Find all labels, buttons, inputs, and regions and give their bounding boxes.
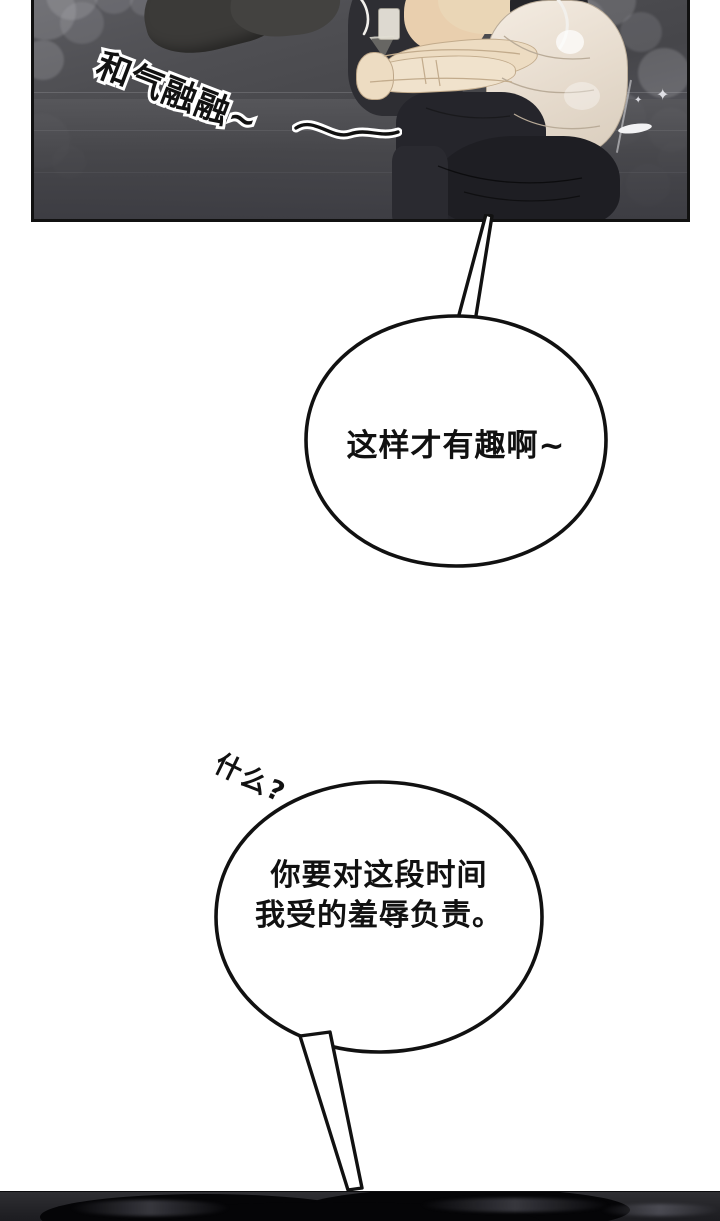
bubble-fun: 这样才有趣啊~ bbox=[302, 312, 610, 570]
sfx-squiggle-tail bbox=[292, 120, 402, 140]
hair-highlight bbox=[600, 1204, 720, 1216]
bubble-humiliation: 你要对这段时间 我受的羞辱负责。 bbox=[212, 778, 546, 1056]
hair-highlight bbox=[420, 1198, 610, 1212]
hair-shape bbox=[120, 1202, 540, 1221]
panel-top: ✦ ✦ bbox=[31, 0, 690, 222]
sparkle-icon: ✦ bbox=[634, 95, 643, 106]
bokeh-light bbox=[638, 48, 687, 98]
figure-thigh bbox=[432, 136, 620, 219]
bokeh-light bbox=[94, 0, 134, 14]
bubble-humiliation-tail bbox=[298, 1030, 364, 1192]
hair-highlight bbox=[70, 1200, 230, 1216]
bubble-humiliation-line-1: 你要对这段时间 bbox=[270, 858, 488, 893]
bubble-humiliation-text: 你要对这段时间 我受的羞辱负责。 bbox=[220, 856, 538, 936]
figure-shin bbox=[392, 146, 448, 219]
bokeh-light bbox=[46, 0, 98, 20]
floor-line bbox=[34, 172, 687, 173]
panel-bottom bbox=[0, 1191, 720, 1221]
bokeh-light bbox=[620, 12, 662, 52]
bubble-humiliation-line-2: 我受的羞辱负责。 bbox=[255, 898, 503, 934]
drink-can bbox=[378, 8, 400, 40]
sparkle-icon: ✦ bbox=[656, 87, 670, 104]
figure-hand bbox=[356, 52, 394, 100]
bubble-fun-text: 这样才有趣啊~ bbox=[346, 428, 566, 464]
bokeh-light bbox=[60, 2, 104, 44]
